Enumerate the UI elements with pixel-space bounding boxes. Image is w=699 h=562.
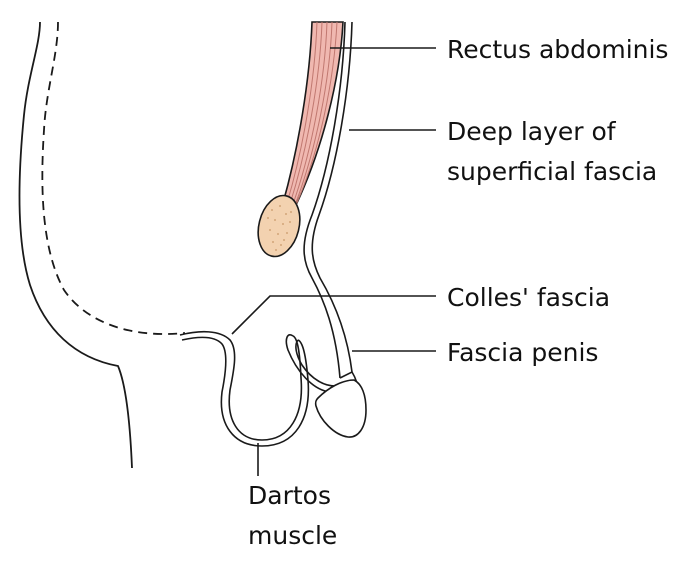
label-colles-fascia: Colles' fascia [447, 283, 610, 312]
pubic-bone [257, 194, 301, 258]
label-fascia-penis: Fascia penis [447, 338, 598, 367]
label-dartos-line2: muscle [248, 521, 337, 550]
label-rectus-abdominis: Rectus abdominis [447, 35, 668, 64]
glans [314, 379, 367, 438]
penile-fold [285, 334, 336, 393]
label-deep-layer-line1: Deep layer of [447, 117, 617, 146]
leader-colles-fascia [231, 295, 436, 335]
dashed-fascia-line [41, 21, 186, 335]
rectus-abdominis-muscle [281, 21, 344, 206]
body-outer-contour [18, 21, 133, 469]
muscle-fibers [286, 21, 338, 206]
deep-fascia-inner-line [303, 21, 346, 379]
colles-fascia-outer [179, 330, 303, 441]
label-dartos-line1: Dartos [248, 481, 331, 510]
pubic-bone-stipple [267, 205, 292, 251]
deep-fascia-outer-line [311, 21, 353, 373]
label-deep-layer-line2: superficial fascia [447, 157, 657, 186]
